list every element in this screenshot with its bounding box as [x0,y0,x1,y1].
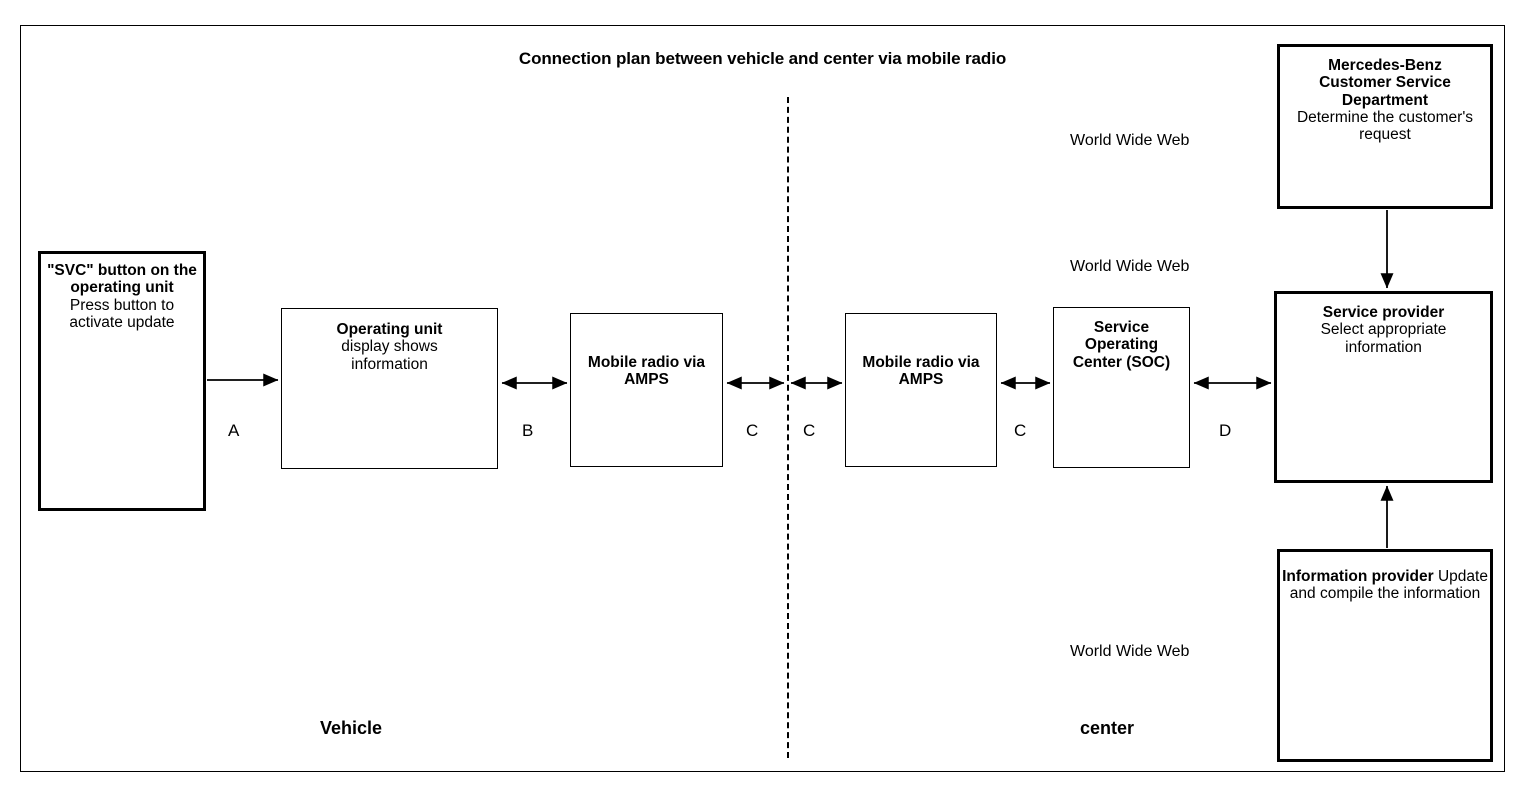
box-service-operating-center-heading: Service Operating Center (SOC) [1072,319,1171,371]
label-world-wide-web-bottom: World Wide Web [1070,643,1190,660]
label-world-wide-web-middle: World Wide Web [1070,258,1190,275]
connection-letter-b: B [522,421,534,440]
box-operating-unit-body: display shows information [341,338,438,373]
box-mobile-radio-vehicle-heading: Mobile radio via AMPS [587,354,706,389]
box-mercedes-customer-service-body: Determine the customer's request [1296,109,1474,144]
box-service-provider[interactable]: Service provider Select appropriate info… [1274,291,1493,483]
diagram-title: Connection plan between vehicle and cent… [518,49,1007,68]
label-section-center: center [1080,718,1135,738]
box-service-operating-center[interactable]: Service Operating Center (SOC) [1053,307,1190,468]
box-operating-unit-heading: Operating unit [336,321,443,338]
box-svc-button-body: Press button to activate update [69,296,175,332]
connection-letter-c-soc: C [1014,421,1027,440]
label-section-vehicle: Vehicle [320,718,383,738]
connection-letter-c-vehicle: C [746,421,759,440]
box-information-provider-heading: Information provider [1282,568,1434,585]
box-mercedes-customer-service-heading: Mercedes-Benz Customer Service Departmen… [1319,57,1451,109]
diagram-outer-frame [20,25,1505,772]
box-service-provider-body: Select appropriate information [1320,321,1447,356]
connection-letter-d: D [1219,421,1232,440]
box-operating-unit[interactable]: Operating unit display shows information [281,308,498,469]
box-information-provider[interactable]: Information provider Update and compile … [1277,549,1493,762]
connection-letter-c-center: C [803,421,816,440]
vehicle-center-divider [787,97,789,758]
label-world-wide-web-top: World Wide Web [1070,132,1190,149]
box-svc-button-heading: "SVC" button on the operating unit [47,262,197,297]
box-mercedes-customer-service[interactable]: Mercedes-Benz Customer Service Departmen… [1277,44,1493,209]
box-mobile-radio-center[interactable]: Mobile radio via AMPS [845,313,997,467]
box-svc-button[interactable]: "SVC" button on the operating unit Press… [38,251,206,511]
box-mobile-radio-center-heading: Mobile radio via AMPS [862,354,980,389]
box-service-provider-heading: Service provider [1322,304,1445,321]
box-information-provider-body: Update and compile the information [1289,568,1488,603]
connection-letter-a: A [228,421,240,440]
box-mobile-radio-vehicle[interactable]: Mobile radio via AMPS [570,313,723,467]
